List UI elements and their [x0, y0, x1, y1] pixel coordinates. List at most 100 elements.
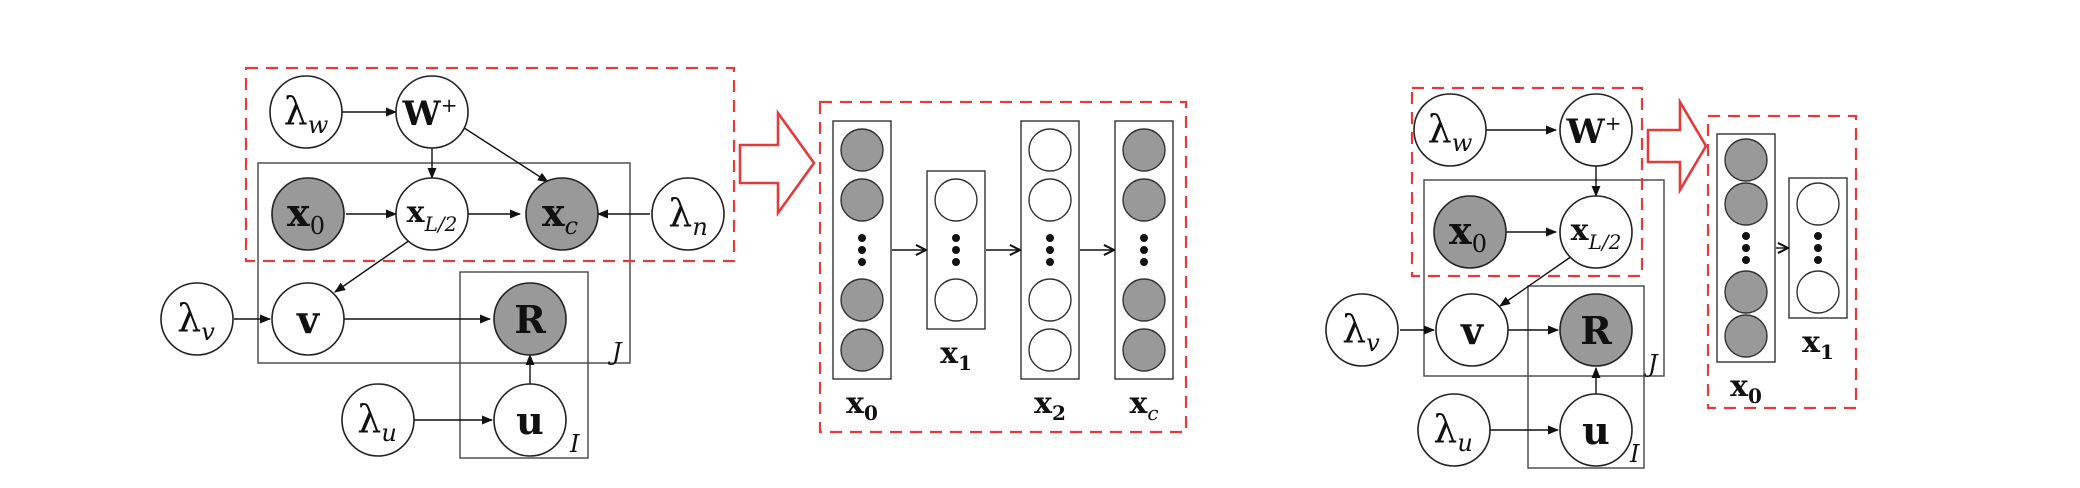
- ellipsis-dot: [952, 258, 960, 266]
- ellipsis-dot: [1046, 246, 1054, 254]
- observed-unit: [1122, 128, 1166, 172]
- ellipsis-dot: [1046, 234, 1054, 242]
- x-l-half-node-right: xL/2: [1559, 195, 1633, 269]
- lambda-u-node: λu: [341, 383, 415, 457]
- v-node: v: [271, 282, 345, 356]
- svg-text:R: R: [514, 297, 546, 342]
- plate-i-label-right: I: [1629, 440, 1640, 468]
- lambda-w-node-right: λw: [1413, 93, 1487, 167]
- observed-unit: [1724, 314, 1768, 358]
- x0-observed-node-right: x0: [1433, 195, 1507, 269]
- u-node-right: u: [1559, 393, 1633, 467]
- r-observed-node-right: R: [1559, 293, 1633, 367]
- svg-text:u: u: [516, 398, 544, 443]
- x-l-half-node: xL/2: [395, 177, 469, 251]
- highlight-box-left: [244, 66, 736, 263]
- v-node-right: v: [1435, 293, 1509, 367]
- plate-i-right: [1527, 285, 1645, 469]
- svg-text:λu: λu: [357, 397, 397, 447]
- w-plus-node: W+: [395, 75, 469, 149]
- svg-text:λw: λw: [284, 89, 329, 139]
- ellipsis-dot: [858, 234, 866, 242]
- hidden-unit: [1028, 278, 1072, 322]
- svg-text:λu: λu: [1433, 407, 1473, 457]
- xc-observed-node: xc: [525, 177, 599, 251]
- svg-text:u: u: [1582, 408, 1610, 453]
- svg-text:x0: x0: [287, 190, 325, 240]
- hidden-unit: [1028, 128, 1072, 172]
- svg-text:λw: λw: [1428, 107, 1473, 157]
- observed-unit: [1122, 278, 1166, 322]
- left-graphical-model: J I λw W+ x0 xL/2: [160, 66, 736, 459]
- plate-j-right: [1423, 179, 1665, 377]
- ellipsis-dot: [1814, 244, 1822, 252]
- ellipsis-dot: [1742, 232, 1750, 240]
- layer-label-0: x0: [846, 386, 878, 425]
- ellipsis-dot: [1742, 256, 1750, 264]
- svg-text:W+: W+: [1566, 111, 1622, 152]
- ellipsis-dot: [1046, 258, 1054, 266]
- lambda-w-node: λw: [269, 75, 343, 149]
- ellipsis-dot: [952, 234, 960, 242]
- expand-arrow-left: [738, 108, 816, 218]
- layer-label-1: x1: [1802, 325, 1834, 364]
- u-node: u: [493, 383, 567, 457]
- observed-unit: [840, 128, 884, 172]
- svg-text:xL/2: xL/2: [407, 195, 458, 236]
- svg-text:λv: λv: [177, 296, 215, 346]
- svg-text:xc: xc: [542, 190, 578, 240]
- observed-unit: [1122, 178, 1166, 222]
- observed-unit: [840, 328, 884, 372]
- network-right: x0 x1: [1716, 133, 1848, 408]
- highlight-box-right: [1410, 86, 1644, 278]
- ellipsis-dot: [1140, 234, 1148, 242]
- ellipsis-dot: [858, 258, 866, 266]
- observed-unit: [840, 178, 884, 222]
- plate-i-left: [459, 271, 589, 459]
- right-graphical-model: J I λw W+ x0 xL/2 λv: [1325, 86, 1665, 469]
- ellipsis-dot: [952, 246, 960, 254]
- lambda-n-node: λn: [651, 177, 725, 251]
- ellipsis-dot: [858, 246, 866, 254]
- layer-label-c: xc: [1129, 386, 1158, 425]
- svg-text:λn: λn: [668, 191, 708, 241]
- plate-j-label-right: J: [1643, 350, 1659, 378]
- hidden-unit: [934, 178, 978, 222]
- svg-text:λv: λv: [1342, 307, 1380, 357]
- lambda-v-node-right: λv: [1325, 293, 1399, 367]
- plate-i-label-left: I: [569, 430, 580, 458]
- hidden-unit: [934, 278, 978, 322]
- svg-text:x0: x0: [1449, 208, 1487, 258]
- expand-arrow-right: [1646, 97, 1708, 195]
- hidden-unit: [1028, 328, 1072, 372]
- x0-observed-node: x0: [271, 177, 345, 251]
- observed-unit: [840, 278, 884, 322]
- layer-label-0: x0: [1730, 369, 1762, 408]
- svg-text:R: R: [1580, 308, 1612, 353]
- ellipsis-dot: [1814, 232, 1822, 240]
- hidden-unit: [1028, 178, 1072, 222]
- svg-text:v: v: [1460, 308, 1485, 353]
- ellipsis-dot: [1140, 246, 1148, 254]
- svg-text:W+: W+: [402, 93, 458, 134]
- ellipsis-dot: [1814, 256, 1822, 264]
- observed-unit: [1724, 270, 1768, 314]
- observed-unit: [1724, 182, 1768, 226]
- ellipsis-dot: [1742, 244, 1750, 252]
- observed-unit: [1122, 328, 1166, 372]
- svg-text:xL/2: xL/2: [1571, 213, 1622, 254]
- network-box-left: [818, 100, 1188, 434]
- hidden-unit: [1796, 182, 1840, 226]
- lambda-v-node: λv: [160, 282, 234, 356]
- hidden-unit: [1796, 270, 1840, 314]
- plate-j-left: [257, 162, 631, 364]
- lambda-u-node-right: λu: [1417, 393, 1491, 467]
- w-plus-node-right: W+: [1559, 93, 1633, 167]
- r-observed-node: R: [493, 282, 567, 356]
- observed-unit: [1724, 138, 1768, 182]
- svg-text:v: v: [296, 297, 321, 342]
- layer-label-2: x2: [1034, 386, 1066, 425]
